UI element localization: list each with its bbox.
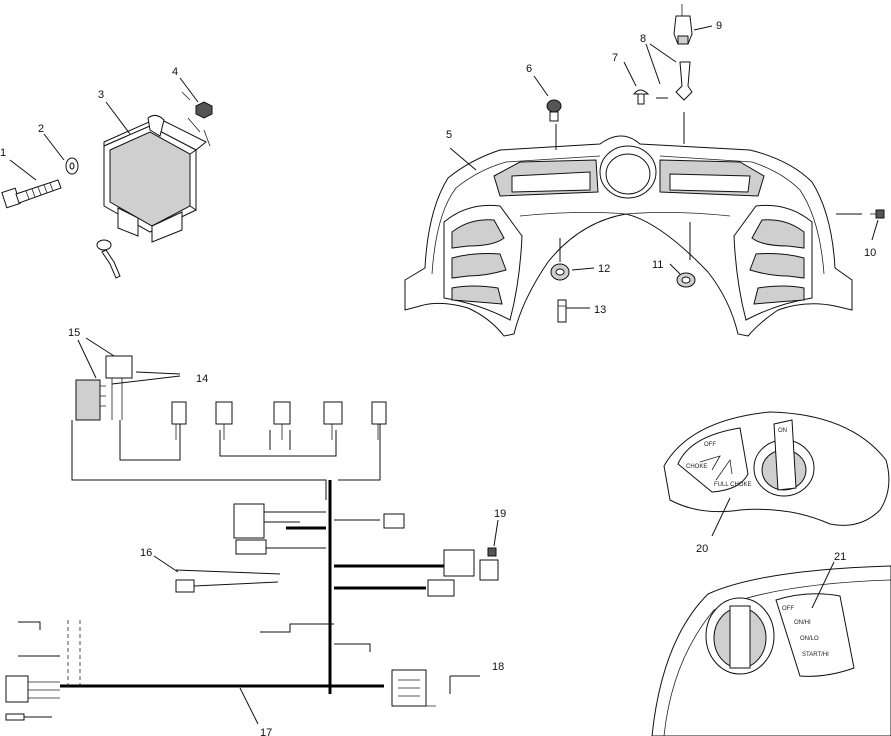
connector-part	[645, 43, 693, 144]
callout-labels: 1 2 3 4 5 6 7 8 9 10 11 12 13 14 15 16 1…	[0, 20, 876, 736]
callout-6: 6	[526, 63, 532, 75]
nut-12-part	[550, 238, 595, 281]
nut-11-part	[669, 222, 696, 288]
callout-19: 19	[494, 508, 506, 520]
console-housing	[404, 135, 853, 337]
nut-part	[181, 91, 213, 147]
bulb-part	[673, 4, 713, 45]
callout-9: 9	[716, 20, 722, 32]
console-fasteners	[533, 4, 885, 323]
wiring-harness	[5, 337, 499, 725]
ground-terminal	[96, 239, 121, 279]
callout-16: 16	[140, 547, 152, 559]
callout-5: 5	[446, 129, 452, 141]
left-vent-pod	[443, 204, 523, 321]
callout-10: 10	[864, 247, 876, 259]
label-on-lo: ON/LO	[800, 636, 819, 642]
callout-2: 2	[38, 123, 44, 135]
callout-21: 21	[834, 551, 846, 563]
relay-part	[75, 337, 181, 421]
callout-8: 8	[640, 33, 646, 45]
callout-3: 3	[98, 89, 104, 101]
callout-13: 13	[594, 304, 606, 316]
washer-part	[65, 157, 79, 175]
screw-part	[836, 209, 885, 241]
key-switch-panel: OFF CHOKE FULL CHOKE ON	[663, 411, 890, 537]
callout-17: 17	[260, 727, 272, 736]
regulator-block-part	[103, 114, 207, 243]
callout-18: 18	[492, 661, 504, 673]
label-off-lower: OFF	[782, 606, 794, 612]
callout-14: 14	[196, 373, 208, 385]
rivet-part	[623, 61, 650, 105]
label-off-upper: OFF	[704, 442, 716, 448]
pin-part	[557, 299, 590, 323]
label-choke: CHOKE	[686, 464, 707, 470]
right-vent-pod	[733, 204, 813, 321]
label-on-hi: ON/HI	[794, 620, 811, 626]
grommet-part	[533, 75, 562, 150]
ignition-switch-panel: OFF ON/HI ON/LO START/HI	[651, 561, 891, 736]
callout-12: 12	[598, 263, 610, 275]
label-start: START/HI	[802, 652, 829, 658]
callout-7: 7	[612, 52, 618, 64]
callout-11: 11	[652, 259, 663, 271]
label-on-upper: ON	[778, 428, 787, 434]
bolt-part	[1, 179, 62, 209]
callout-4: 4	[172, 66, 178, 78]
callout-1: 1	[0, 147, 6, 159]
callout-20: 20	[696, 543, 708, 555]
bracket-assembly	[1, 77, 213, 279]
callout-15: 15	[68, 327, 80, 339]
label-full-choke: FULL CHOKE	[714, 482, 751, 488]
